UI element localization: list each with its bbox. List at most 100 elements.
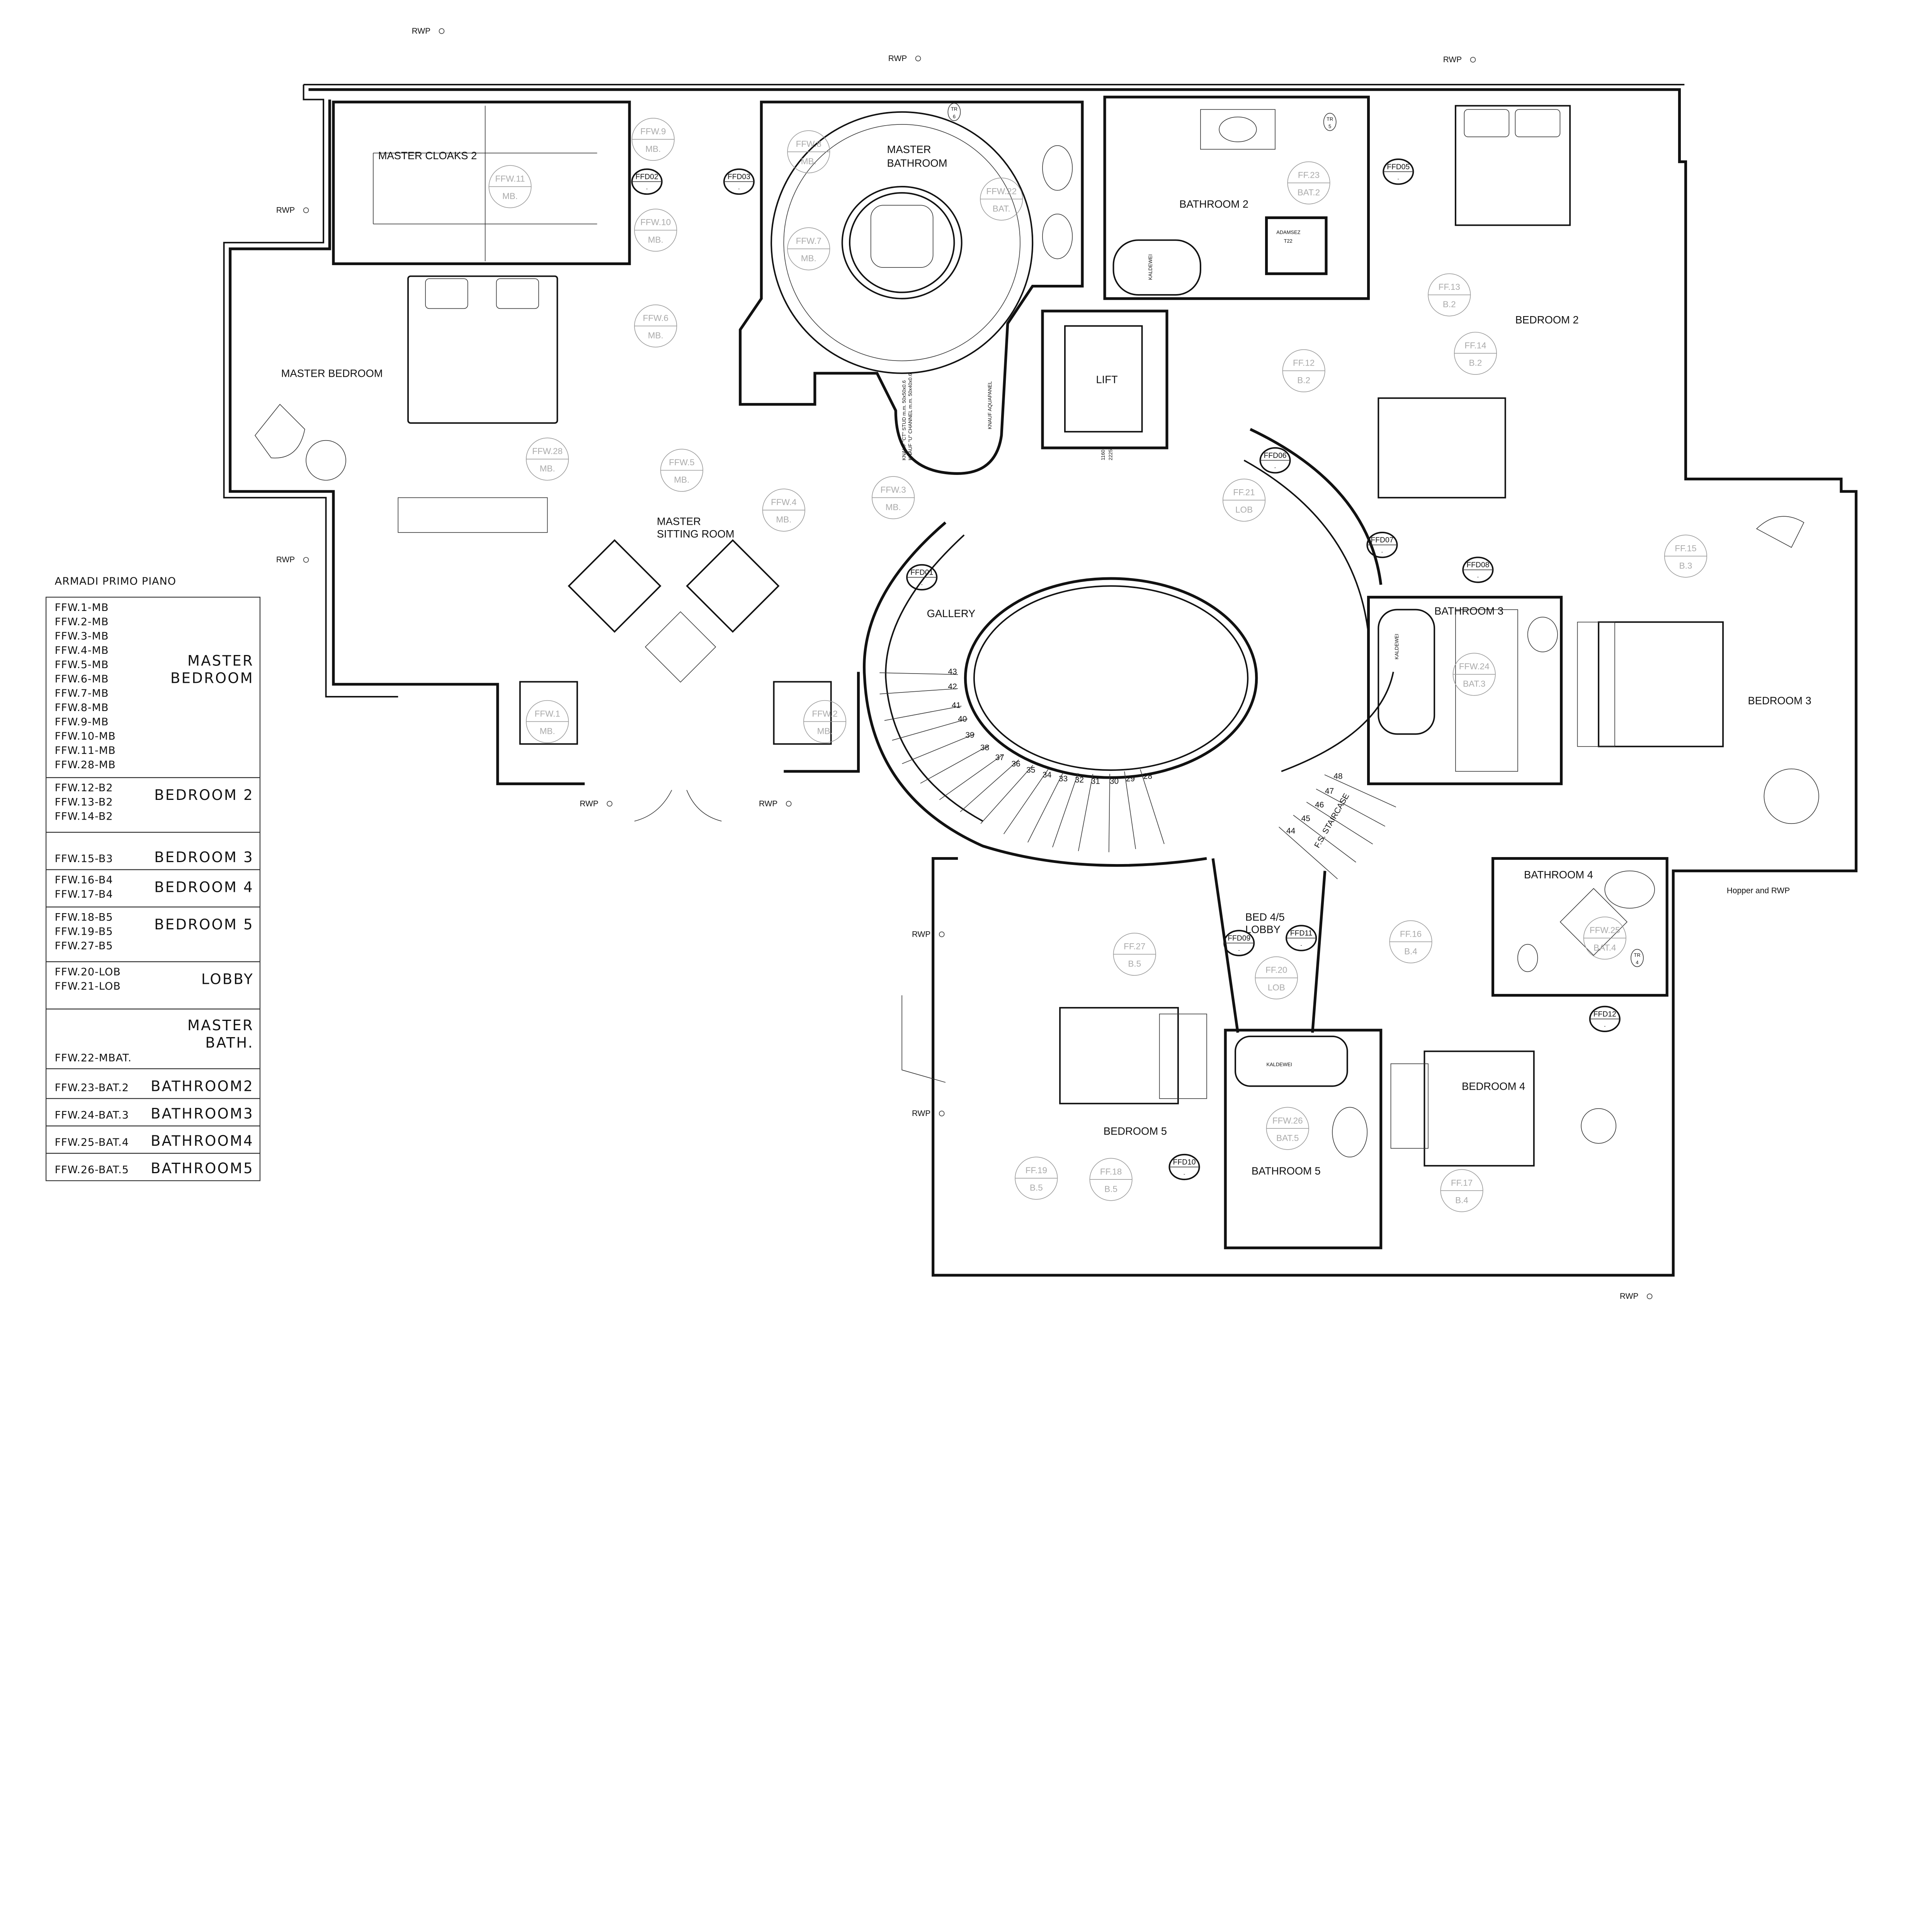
legend-room: BATHROOM5 [151,1160,254,1177]
wardrobe-tag-code: FF.27 [1124,942,1145,951]
door-tag[interactable]: FFD10- [1168,1153,1200,1181]
wardrobe-tag[interactable]: FFW.9MB. [631,118,675,161]
stair-tread [960,759,1019,812]
legend-code: FFW.5-MB [55,659,109,671]
stair-tread [892,718,968,741]
door-tag-sub: - [646,186,648,192]
stair-number: 41 [952,701,961,710]
wardrobe-tag[interactable]: FF.12B.2 [1282,349,1325,392]
wardrobe-tag-code: FF.12 [1293,358,1315,368]
rainwater-pipe-icon [786,801,792,807]
door-tag[interactable]: FFD11- [1286,925,1317,951]
door-tag[interactable]: FFD01- [906,564,938,591]
wardrobe-tag[interactable]: FFW.7MB. [787,227,830,270]
wardrobe-tag[interactable]: FF.17B.4 [1440,1169,1483,1212]
wardrobe-tag-code: FFW.28 [532,446,563,456]
fixture-note: KALDEWEI [1267,1062,1292,1067]
wardrobe-tag-room: BAT.2 [1298,187,1320,197]
wardrobe-tag[interactable]: FFW.2MB. [803,700,847,743]
legend-code: FFW.22-MBAT. [55,1052,132,1064]
stair-tread [1324,774,1396,808]
door-tag[interactable]: FFD06- [1259,447,1291,474]
wardrobe-tag-room: B.4 [1404,946,1417,956]
wardrobe-tag[interactable]: FFW.4MB. [762,488,805,532]
wardrobe-tag[interactable]: FF.15B.3 [1664,534,1708,578]
wardrobe-tag[interactable]: FFW.5MB. [660,449,703,492]
legend-code: FFW.26-BAT.5 [55,1164,129,1176]
wardrobe-tag-room: B.5 [1030,1183,1043,1193]
wardrobe-tags: FFW.9MB.FFW.11MB.FFW.10MB.FFW.8MB.FFW.7M… [488,118,1708,1212]
wardrobe-tag-room: MB. [817,726,833,736]
stair-number: 42 [948,682,957,691]
stair-tread [1027,772,1064,843]
legend-code: FFW.20-LOB [55,966,121,978]
wardrobe-legend: ARMADI PRIMO PIANOFFW.1-MBFFW.2-MBFFW.3-… [45,575,261,1181]
wardrobe-tag-room: MB. [648,235,663,245]
door-tag[interactable]: FFD03- [723,168,755,195]
wardrobe-tag-room: B.2 [1297,376,1310,385]
legend-code: FFW.9-MB [55,716,109,728]
stair-tread [980,765,1033,824]
legend-code: FFW.25-BAT.4 [55,1136,129,1148]
rainwater-pipe-icon [1646,1293,1653,1300]
wardrobe-tag-code: FF.20 [1265,965,1287,975]
rwp-label: RWP [1443,55,1462,64]
door-tag[interactable]: FFD07- [1366,532,1398,558]
hopper-rwp-note: Hopper and RWP [1727,886,1790,895]
door-tag[interactable]: FFD12- [1589,1005,1621,1032]
legend-code: FFW.16-B4 [55,874,113,886]
room-label-lift: LIFT [1096,374,1118,386]
room-label-bathroom2: BATHROOM 2 [1179,198,1248,210]
room-label-bathroom3: BATHROOM 3 [1434,605,1503,617]
wardrobe-tag-code: FF.19 [1026,1165,1047,1175]
door-tag[interactable]: FFD09- [1223,930,1255,956]
wardrobe-tag-room: MB. [776,515,791,524]
wardrobe-tag[interactable]: FFW.6MB. [634,304,677,348]
wardrobe-tag[interactable]: FFW.1MB. [526,700,569,743]
rwp-label: RWP [1620,1292,1638,1301]
stair-tread [920,745,989,784]
rainwater-pipe-icon [607,801,612,807]
wardrobe-tag-room: LOB [1268,983,1285,992]
wardrobe-tag[interactable]: FF.18B.5 [1089,1158,1133,1201]
room-label-bathroom5: BATHROOM 5 [1252,1165,1321,1177]
door-tag[interactable]: FFD08- [1462,556,1494,583]
legend-code: FFW.27-B5 [55,940,113,952]
door-tag[interactable]: FFD05- [1383,158,1414,185]
legend-room: BEDROOM 4 [154,879,254,895]
door-tag-sub: - [1274,464,1276,470]
stair-number: 36 [1012,759,1020,768]
room-label-bedroom5: BEDROOM 5 [1104,1125,1167,1137]
wardrobe-tag-room: LOB [1235,505,1253,514]
rainwater-pipe-icon [303,207,309,213]
wardrobe-tag[interactable]: FF.14B.2 [1454,332,1497,375]
wardrobe-tag-code: FFW.8 [796,139,821,149]
legend-room: BATHROOM3 [151,1105,254,1122]
fixture-note: KNAUF "U" CHANNEL m.m. 50x40x0.6 [907,373,913,460]
wardrobe-tag[interactable]: FFW.3MB. [872,476,915,519]
stair-tread [1108,774,1110,852]
wardrobe-tag-room: BAT.4 [1594,943,1616,953]
room-label-sitting-2: SITTING ROOM [657,528,735,540]
door-tag-sub: - [921,581,923,587]
wardrobe-tag[interactable]: FFW.8MB. [787,130,830,174]
legend-code: FFW.28-MB [55,759,116,771]
wardrobe-tag[interactable]: FF.27B.5 [1113,932,1156,976]
wardrobe-tag[interactable]: FF.19B.5 [1015,1157,1058,1200]
wardrobe-tag[interactable]: FF.13B.2 [1428,273,1471,316]
door-tag[interactable]: FFD02- [631,168,663,195]
wardrobe-tag-code: FFW.4 [771,497,796,507]
wardrobe-tag[interactable]: FF.16B.4 [1389,920,1432,963]
